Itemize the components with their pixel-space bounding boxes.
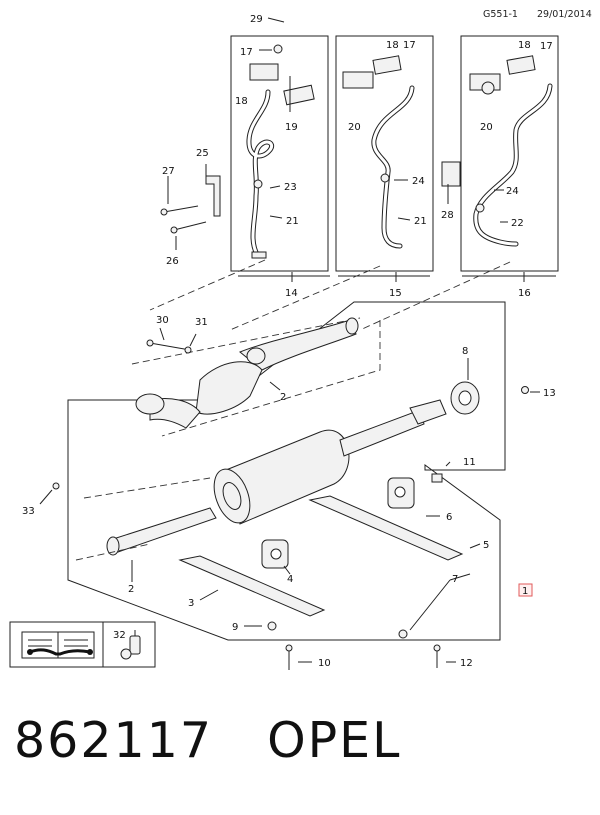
callout-5: 5 xyxy=(483,540,489,551)
hose-assembly-14 xyxy=(230,35,329,272)
callout-12: 12 xyxy=(460,658,473,669)
callout-33: 33 xyxy=(22,506,35,517)
bolts-30-31 xyxy=(146,339,192,354)
leader-lines xyxy=(39,17,540,663)
callout-25: 25 xyxy=(196,148,209,159)
heat-shield-5 xyxy=(308,495,464,561)
hose-assembly-15 xyxy=(335,35,461,272)
clip-11 xyxy=(431,473,443,483)
callout-numbers: 29 17 18 19 18 17 20 18 17 20 25 27 23 2… xyxy=(22,14,556,669)
rear-pipe-2 xyxy=(75,477,217,561)
heat-shield-3 xyxy=(178,555,326,617)
callout-20a: 20 xyxy=(348,122,361,133)
rubber-hanger-4 xyxy=(261,539,289,569)
callout-10: 10 xyxy=(318,658,331,669)
hose-assembly-16 xyxy=(460,35,559,272)
bracket-25 xyxy=(160,175,221,234)
callout-30: 30 xyxy=(156,315,169,326)
callout-20b: 20 xyxy=(480,122,493,133)
callout-21b: 21 xyxy=(414,216,427,227)
callout-18a: 18 xyxy=(235,96,248,107)
legend-box: 32 xyxy=(9,621,156,668)
callout-31: 31 xyxy=(195,317,208,328)
callout-27: 27 xyxy=(162,166,175,177)
callout-9: 9 xyxy=(232,622,238,633)
front-pipe-2 xyxy=(131,317,381,437)
callout-22: 22 xyxy=(511,218,524,229)
callout-24a: 24 xyxy=(412,176,425,187)
fasteners xyxy=(52,482,441,670)
callout-13: 13 xyxy=(543,388,556,399)
callout-19: 19 xyxy=(285,122,298,133)
callout-24b: 24 xyxy=(506,186,519,197)
manual-book-wrench-icon xyxy=(21,631,95,659)
callout-4: 4 xyxy=(287,574,293,585)
part-caption: 862117 OPEL xyxy=(14,712,401,769)
callout-1-box xyxy=(518,583,533,597)
diagram-date: 29/01/2014 xyxy=(537,9,592,20)
callout-3: 3 xyxy=(188,598,194,609)
callout-16: 16 xyxy=(518,288,531,299)
muffler xyxy=(213,399,447,525)
brand-name: OPEL xyxy=(267,712,402,769)
exhaust-system-diagram: 29 17 18 19 18 17 20 18 17 20 25 27 23 2… xyxy=(9,14,559,670)
ref-code: G551-1 xyxy=(483,9,518,20)
callout-6: 6 xyxy=(446,512,452,523)
callout-28: 28 xyxy=(441,210,454,221)
callout-23: 23 xyxy=(284,182,297,193)
callout-18b: 18 xyxy=(386,40,399,51)
flange-gasket-8 xyxy=(450,381,529,415)
callout-2b: 2 xyxy=(128,584,134,595)
callout-17b: 17 xyxy=(403,40,416,51)
callout-17c: 17 xyxy=(540,41,553,52)
callout-2a: 2 xyxy=(280,392,286,403)
callout-11: 11 xyxy=(463,457,476,468)
callout-1: 1 xyxy=(522,586,528,597)
callout-29: 29 xyxy=(250,14,263,25)
part-number: 862117 xyxy=(14,712,214,769)
clamp-part-icon xyxy=(120,630,141,660)
rubber-hanger-6 xyxy=(387,477,415,509)
callout-15: 15 xyxy=(389,288,402,299)
callout-26: 26 xyxy=(166,256,179,267)
callout-18c: 18 xyxy=(518,40,531,51)
callout-32: 32 xyxy=(113,630,126,641)
callout-7: 7 xyxy=(452,574,458,585)
callout-14: 14 xyxy=(285,288,298,299)
callout-8: 8 xyxy=(462,346,468,357)
callout-17a: 17 xyxy=(240,47,253,58)
callout-21a: 21 xyxy=(286,216,299,227)
frame-connectors xyxy=(149,259,556,331)
